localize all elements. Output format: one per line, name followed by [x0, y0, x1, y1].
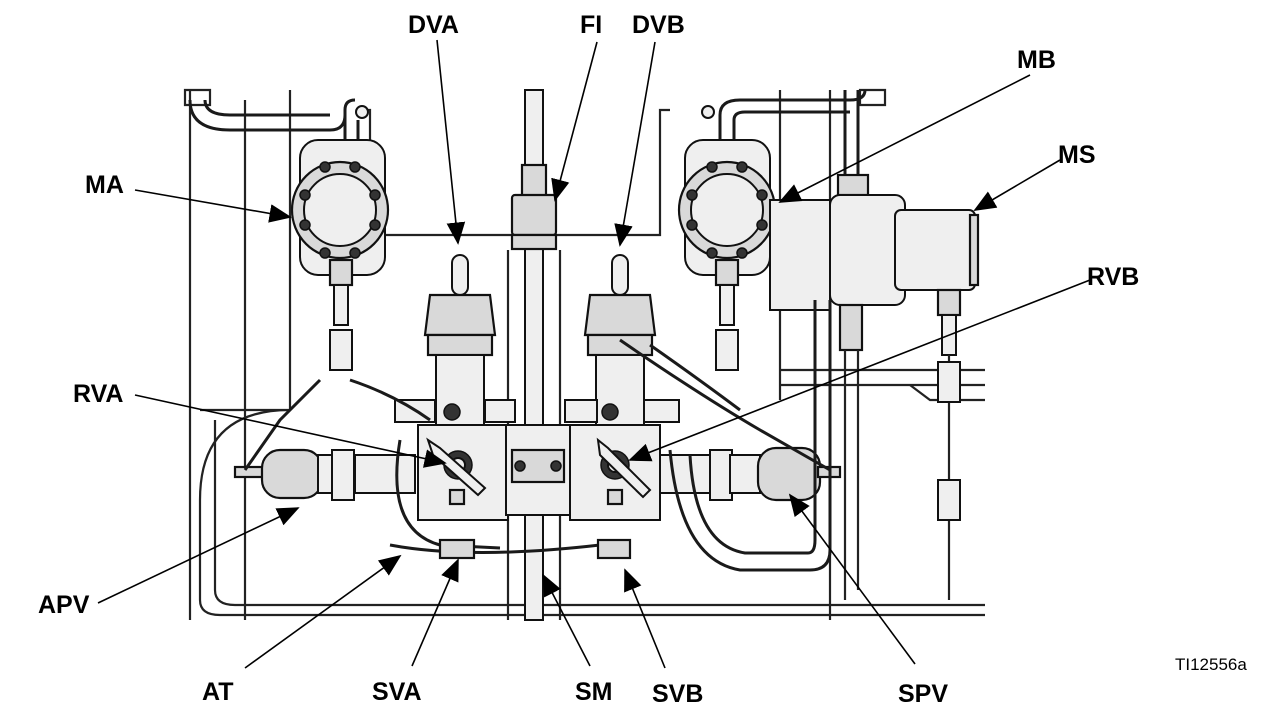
callout-labels: DVA FI DVB MB MA MS RVB RVA APV AT SVA S… — [38, 11, 1247, 708]
leader-rva — [134, 394, 447, 468]
leader-fi — [551, 41, 598, 202]
label-mb: MB — [1017, 46, 1056, 74]
figure-reference: TI12556a — [1175, 655, 1247, 674]
leader-ms — [973, 159, 1061, 211]
label-rva: RVA — [73, 380, 123, 408]
label-fi: FI — [580, 11, 602, 39]
hoses — [243, 300, 832, 572]
leader-lines — [97, 39, 1091, 669]
label-dvb: DVB — [632, 11, 685, 39]
valve-block-a — [417, 424, 509, 521]
center-clamp — [505, 424, 571, 516]
pressure-valve-a — [233, 448, 416, 501]
label-ms: MS — [1058, 141, 1096, 169]
dispense-valve-a — [394, 254, 516, 426]
meter-b — [677, 139, 831, 371]
leader-at — [244, 554, 402, 669]
leader-spv — [788, 493, 916, 665]
label-apv: APV — [38, 591, 90, 619]
label-rvb: RVB — [1087, 263, 1139, 291]
inlet-pipe-b — [718, 89, 867, 175]
leader-dva — [436, 39, 466, 245]
assembly-illustration — [183, 88, 985, 621]
dispense-valve-b — [564, 254, 680, 426]
leader-ma — [134, 189, 292, 223]
label-at: AT — [202, 678, 233, 706]
label-svb: SVB — [652, 680, 703, 708]
leader-rvb — [628, 279, 1091, 462]
leader-apv — [97, 507, 300, 604]
leader-dvb — [614, 41, 656, 247]
valve-block-b — [569, 424, 661, 521]
leader-sm — [542, 573, 591, 667]
pressure-valve-b — [659, 446, 842, 502]
label-sm: SM — [575, 678, 613, 706]
manifold-sensor — [829, 173, 980, 600]
leader-mb — [778, 74, 1031, 203]
center-supply-pipe — [506, 89, 562, 621]
leader-svb — [624, 568, 666, 669]
label-dva: DVA — [408, 11, 459, 39]
label-sva: SVA — [372, 678, 422, 706]
leader-sva — [411, 558, 459, 667]
meter-a — [290, 139, 390, 371]
label-spv: SPV — [898, 680, 948, 708]
label-ma: MA — [85, 171, 124, 199]
